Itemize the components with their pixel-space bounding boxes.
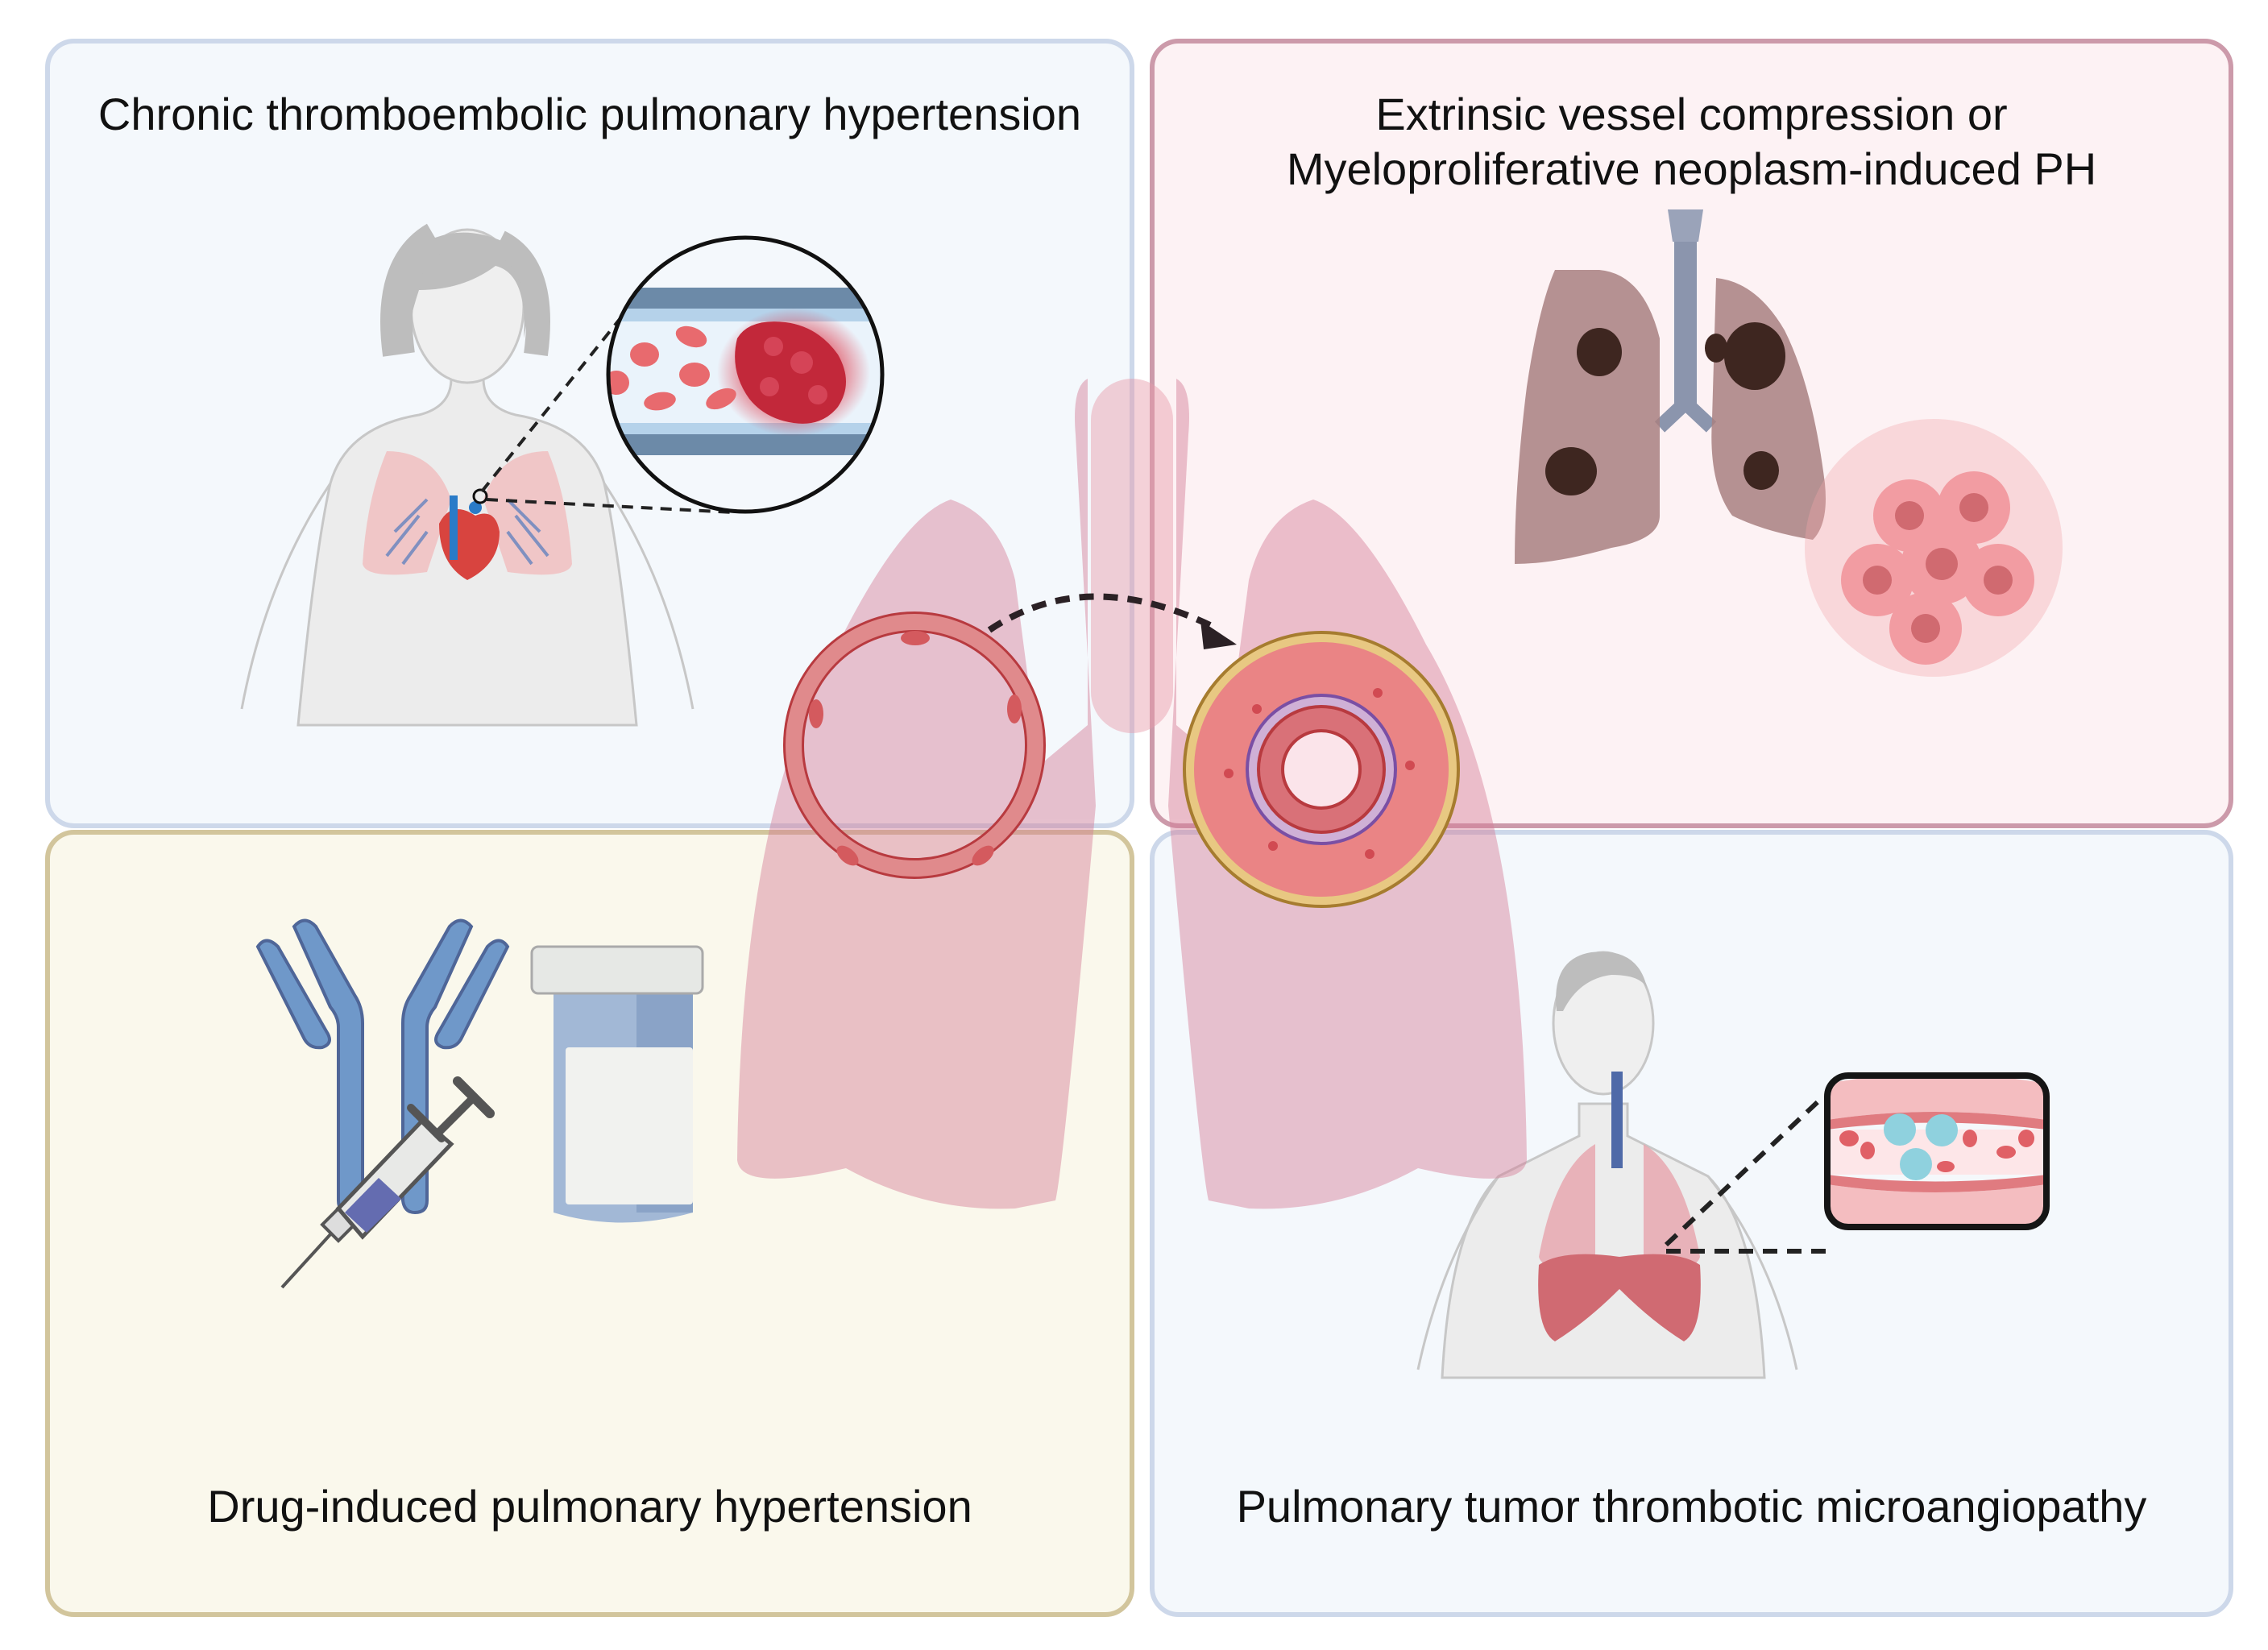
heart-icon	[439, 495, 500, 580]
zoom-leader-line	[1664, 1097, 1823, 1247]
trachea-icon	[1654, 209, 1717, 433]
lungs-icon	[363, 451, 572, 575]
panel-title-drug-induced: Drug-induced pulmonary hypertension	[207, 1481, 972, 1532]
lungs-diaphragm-icon	[1538, 1144, 1701, 1341]
panel-title-pttm: Pulmonary tumor thrombotic microangiopat…	[1236, 1481, 2147, 1532]
panel-title-extrinsic-line1: Extrinsic vessel compression or	[1375, 89, 2008, 139]
male-torso-figure	[1416, 951, 1798, 1379]
diseased-lungs-icon	[1515, 270, 1826, 564]
trachea-icon	[1611, 1072, 1623, 1168]
panel-title-cteph: Chronic thromboembolic pulmonary hyperte…	[97, 89, 1082, 139]
pill-bottle-icon	[530, 945, 704, 1223]
zoom-leader-line	[480, 296, 638, 493]
female-torso-figure	[240, 223, 694, 727]
magnified-vessel-thrombus	[606, 235, 885, 514]
panel-title-extrinsic-line2: Myeloproliferative neoplasm-induced PH	[1286, 143, 2097, 194]
zoom-leader-line	[486, 498, 734, 514]
magnified-microvessel-tumor-cells	[1824, 1072, 2050, 1230]
zoom-origin-marker	[472, 488, 488, 504]
syringe-icon	[280, 1076, 495, 1289]
tumor-cell-cluster	[1805, 419, 2063, 677]
